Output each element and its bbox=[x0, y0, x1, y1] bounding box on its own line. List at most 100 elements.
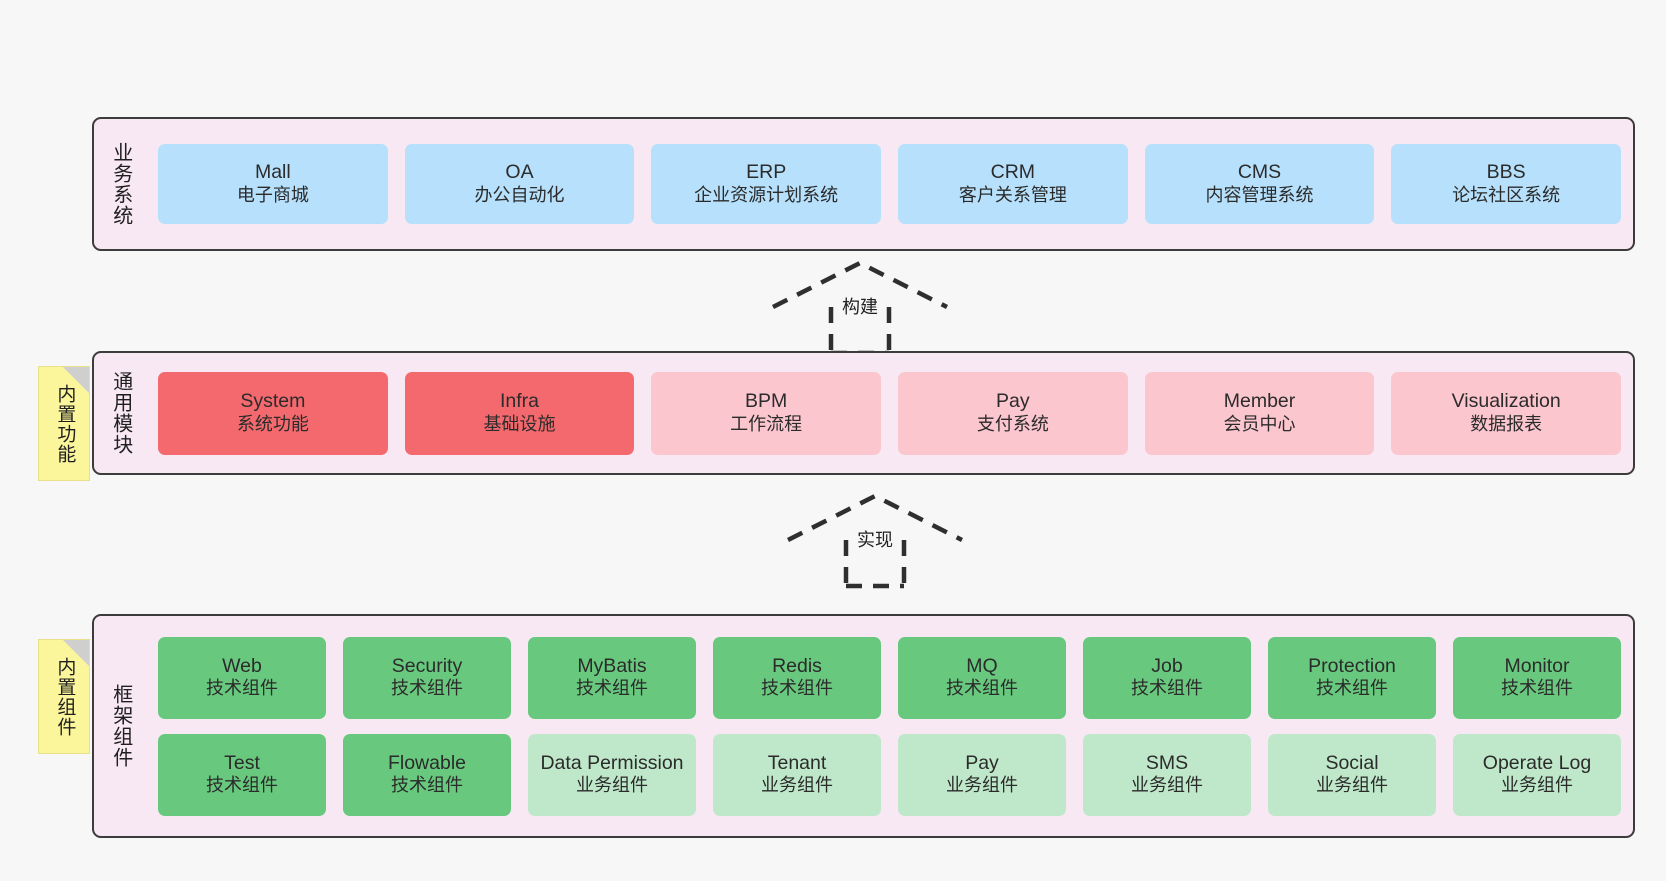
card-subtitle: 业务组件 bbox=[946, 775, 1018, 796]
card-subtitle: 业务组件 bbox=[576, 775, 648, 796]
note-builtin-components: 内置组件 bbox=[38, 639, 90, 754]
card-subtitle: 技术组件 bbox=[1131, 678, 1203, 699]
card-name: Mall bbox=[254, 161, 291, 184]
card-subtitle: 电子商城 bbox=[236, 184, 309, 205]
note-builtin-components-label: 内置组件 bbox=[54, 656, 76, 737]
card-subtitle: 论坛社区系统 bbox=[1452, 184, 1561, 205]
card-subtitle: 基础设施 bbox=[483, 413, 556, 434]
card-subtitle: 业务组件 bbox=[761, 775, 833, 796]
note-builtin-functions-label: 内置功能 bbox=[54, 383, 76, 464]
card-name: Visualization bbox=[1451, 390, 1561, 413]
card-name: Job bbox=[1151, 654, 1183, 677]
card-subtitle: 技术组件 bbox=[761, 678, 833, 699]
card-subtitle: 业务组件 bbox=[1316, 775, 1388, 796]
card-name: Tenant bbox=[767, 751, 827, 774]
card-subtitle: 技术组件 bbox=[391, 775, 463, 796]
common-modules-title: 通用模块 bbox=[109, 371, 132, 455]
card-subtitle: 技术组件 bbox=[206, 775, 278, 796]
card-name: Infra bbox=[499, 390, 540, 413]
card-name: Pay bbox=[965, 751, 999, 774]
card-name: Social bbox=[1325, 751, 1379, 774]
card-name: CMS bbox=[1237, 161, 1282, 184]
framework-components-title: 框架组件 bbox=[109, 684, 132, 768]
business-systems-title: 业务系统 bbox=[109, 142, 132, 226]
card-name: Operate Log bbox=[1482, 751, 1592, 774]
card-name: Flowable bbox=[387, 751, 467, 774]
card-name: OA bbox=[505, 161, 534, 184]
card-subtitle: 技术组件 bbox=[1316, 678, 1388, 699]
card-subtitle: 客户关系管理 bbox=[958, 184, 1067, 205]
card-name: CRM bbox=[990, 161, 1036, 184]
card-name: Web bbox=[222, 654, 262, 677]
card-subtitle: 业务组件 bbox=[1131, 775, 1203, 796]
card-name: Test bbox=[224, 751, 260, 774]
card-subtitle: 技术组件 bbox=[391, 678, 463, 699]
card-name: Pay bbox=[996, 390, 1030, 413]
card-subtitle: 企业资源计划系统 bbox=[694, 184, 839, 205]
connector-implement: 实现 bbox=[780, 488, 970, 593]
card-name: BPM bbox=[745, 390, 788, 413]
card-subtitle: 工作流程 bbox=[730, 413, 803, 434]
card-name: Redis bbox=[772, 654, 822, 677]
card-name: Security bbox=[391, 654, 463, 677]
card-subtitle: 业务组件 bbox=[1501, 775, 1573, 796]
card-name: MQ bbox=[966, 654, 998, 677]
card-subtitle: 支付系统 bbox=[976, 413, 1049, 434]
card-subtitle: 办公自动化 bbox=[474, 184, 565, 205]
card-name: ERP bbox=[746, 161, 787, 184]
connector-build: 构建 bbox=[765, 255, 955, 360]
card-subtitle: 技术组件 bbox=[1501, 678, 1573, 699]
card-name: System bbox=[240, 390, 306, 413]
card-name: Protection bbox=[1308, 654, 1396, 677]
card-subtitle: 数据报表 bbox=[1470, 413, 1543, 434]
connector-implement-arrow bbox=[786, 493, 964, 589]
card-subtitle: 技术组件 bbox=[576, 678, 648, 699]
connector-build-label: 构建 bbox=[842, 297, 878, 317]
connector-implement-label: 实现 bbox=[857, 530, 893, 550]
card-name: Member bbox=[1223, 390, 1296, 413]
card-subtitle: 系统功能 bbox=[236, 413, 309, 434]
card-subtitle: 技术组件 bbox=[206, 678, 278, 699]
card-name: Data Permission bbox=[540, 751, 684, 774]
card-subtitle: 内容管理系统 bbox=[1205, 184, 1314, 205]
card-subtitle: 会员中心 bbox=[1223, 413, 1296, 434]
